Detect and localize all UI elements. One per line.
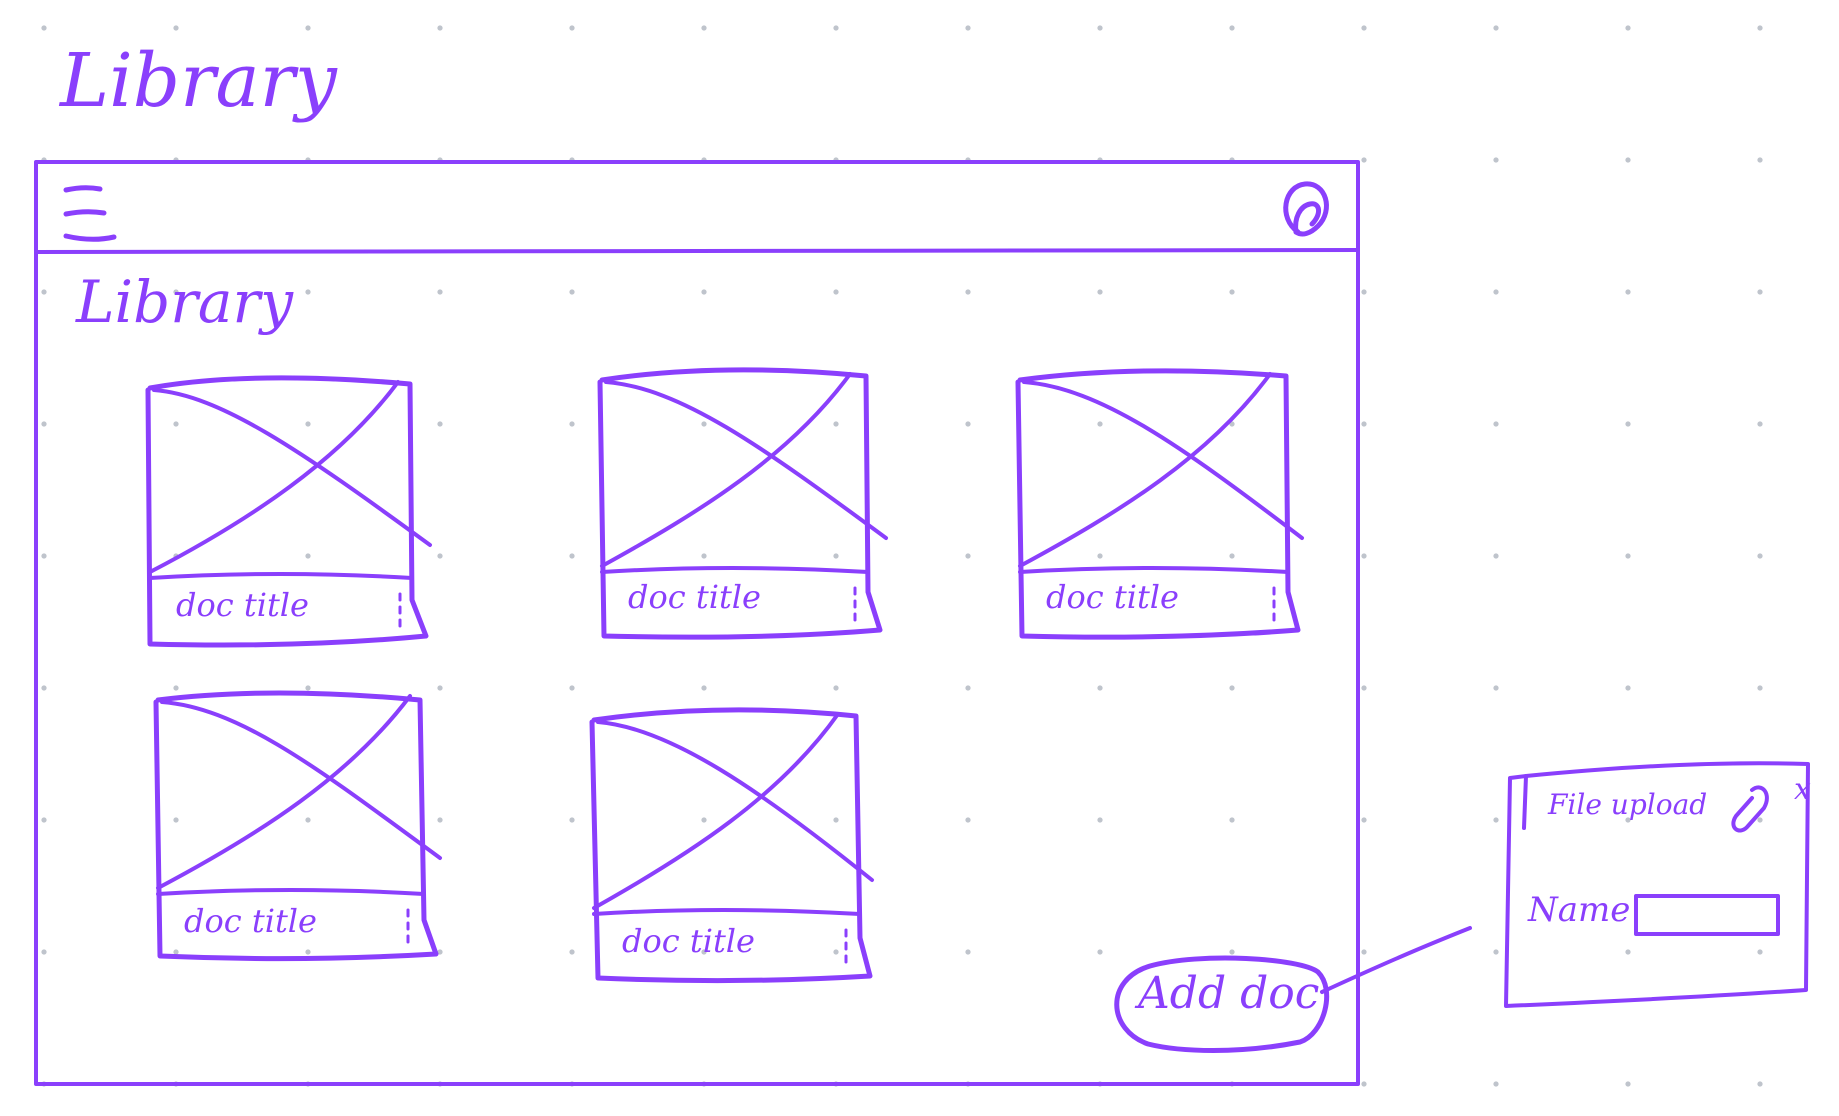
- hamburger-menu-icon[interactable]: [63, 185, 117, 242]
- flow-connector-line: [1320, 926, 1472, 994]
- app-window-frame: [34, 160, 1360, 1086]
- add-doc-button-label[interactable]: Add doc: [1138, 968, 1320, 1019]
- doc-card[interactable]: [1015, 368, 1304, 640]
- doc-card[interactable]: [597, 367, 888, 640]
- doc-title: doc title: [1046, 578, 1179, 616]
- image-placeholder-icon: [592, 712, 874, 910]
- doc-title: doc title: [622, 922, 755, 960]
- close-icon[interactable]: x: [1794, 772, 1811, 807]
- file-upload-popup-frame: [1504, 761, 1810, 1008]
- image-placeholder-icon: [148, 380, 432, 574]
- doc-title: doc title: [184, 902, 317, 940]
- image-placeholder-icon: [156, 694, 442, 890]
- name-field-input[interactable]: [1644, 900, 1770, 930]
- add-doc-button-outline[interactable]: [1114, 955, 1330, 1053]
- profile-avatar-icon[interactable]: [1283, 181, 1329, 237]
- page-title: Library: [60, 38, 337, 124]
- doc-title: doc title: [176, 586, 309, 624]
- image-placeholder-icon: [1018, 372, 1304, 568]
- doc-title: doc title: [628, 578, 761, 616]
- name-field-outline[interactable]: [1634, 894, 1780, 936]
- paperclip-icon[interactable]: [1731, 785, 1769, 833]
- doc-card[interactable]: [153, 690, 442, 962]
- image-placeholder-icon: [600, 372, 888, 568]
- doc-card[interactable]: [145, 375, 432, 648]
- doc-card[interactable]: [589, 707, 874, 984]
- screen-title: Library: [76, 268, 293, 336]
- file-upload-title: File upload: [1548, 788, 1708, 821]
- header-divider: [34, 248, 1360, 254]
- name-field-label: Name: [1528, 890, 1631, 930]
